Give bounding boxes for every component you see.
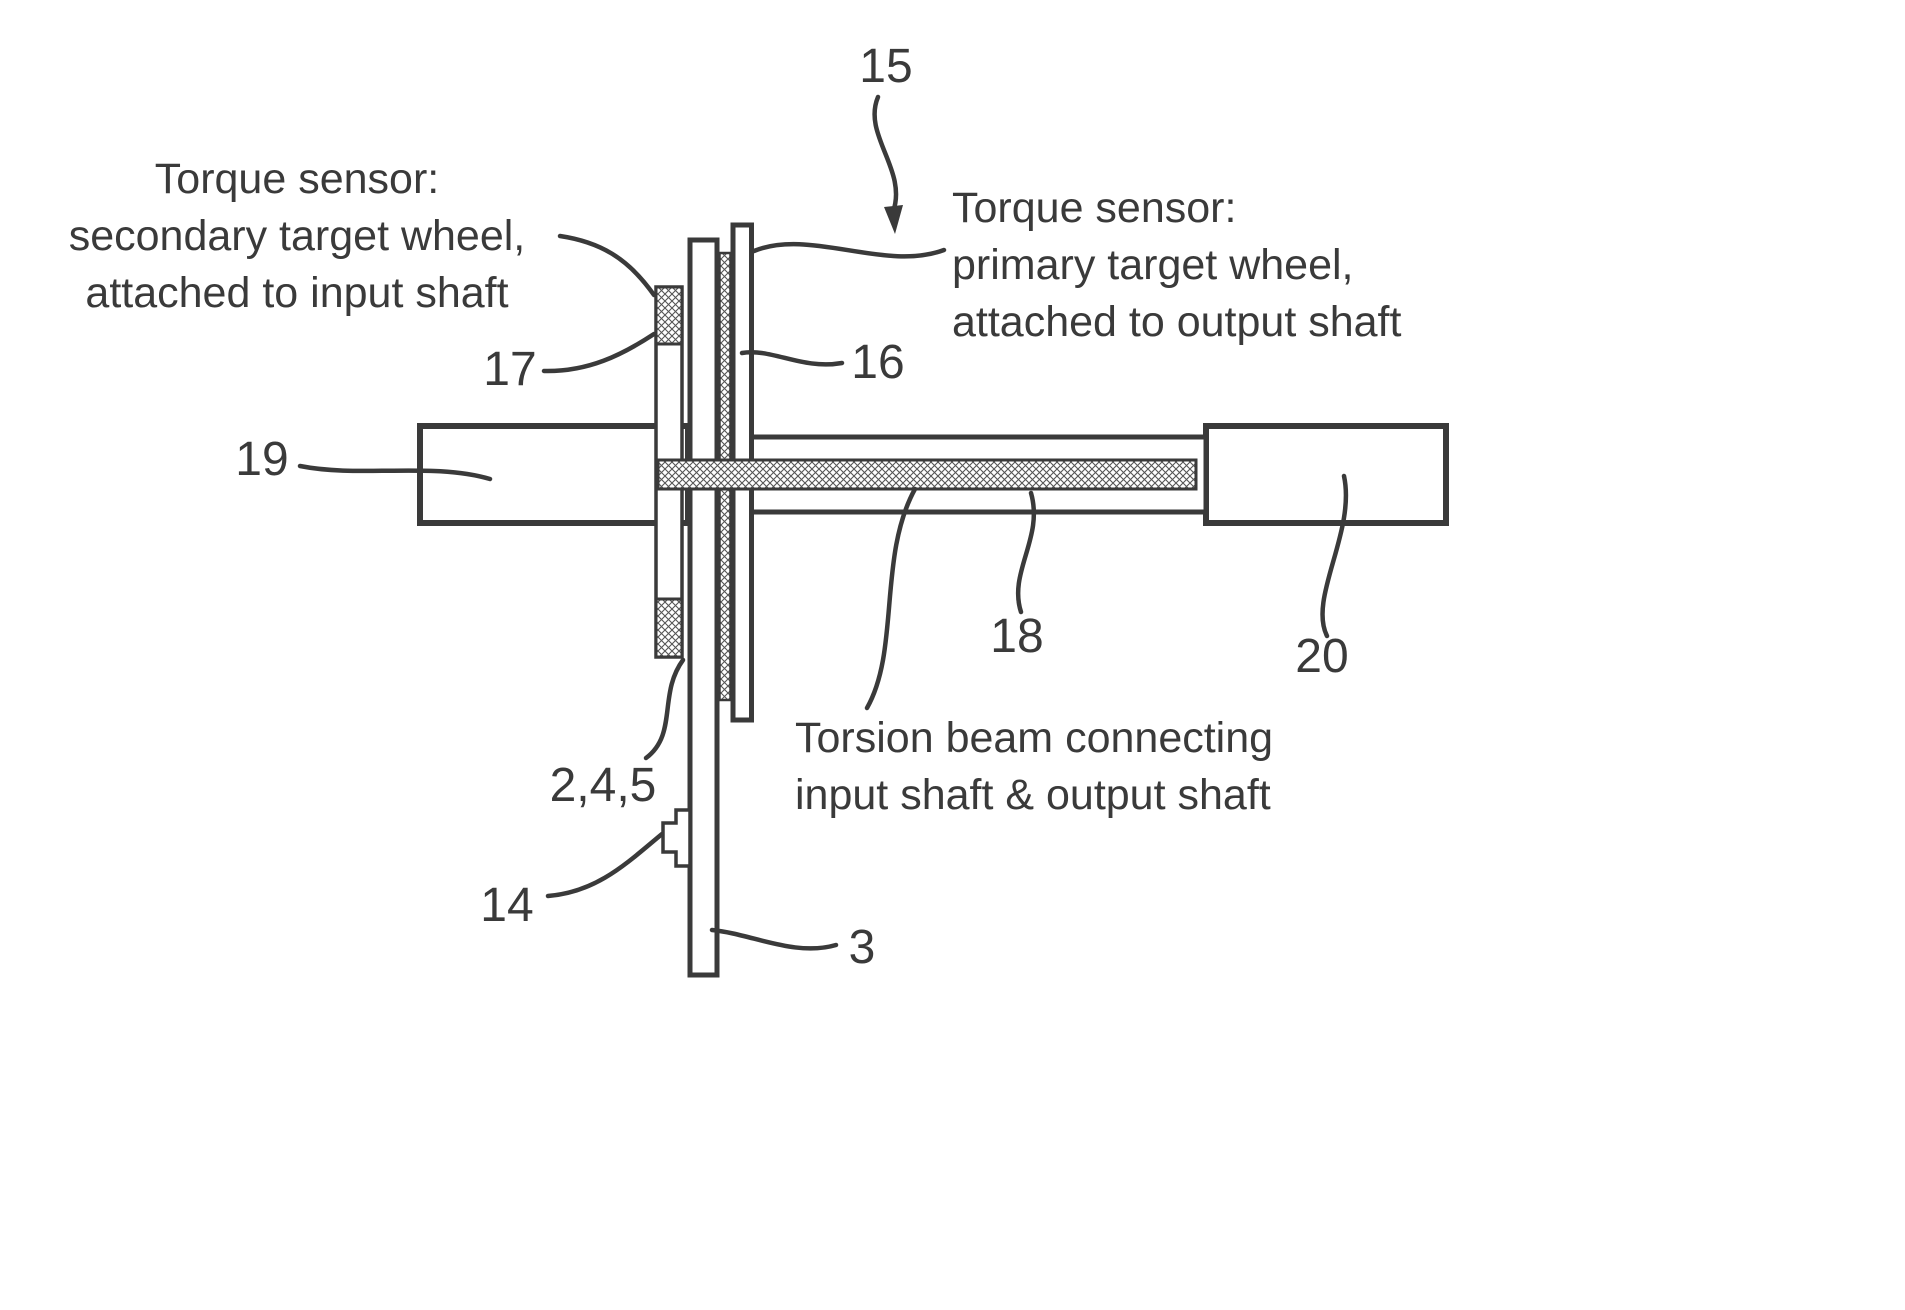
leader-3 — [709, 927, 839, 951]
leader-14 — [545, 831, 665, 899]
annotation-primary-wheel: Torque sensor: primary target wheel, att… — [952, 184, 1401, 346]
ref-245-label: 2,4,5 — [550, 759, 657, 812]
ref-15-label: 15 — [859, 40, 912, 93]
leader-primary-wheel-text — [751, 241, 947, 259]
ref-18-label: 18 — [990, 610, 1043, 663]
torsion-beam — [656, 458, 1198, 491]
annotation-primary-wheel-line-1: Torque sensor: — [952, 184, 1236, 232]
leader-17 — [541, 331, 657, 374]
leader-16 — [739, 350, 845, 367]
ref-14-label: 14 — [480, 879, 533, 932]
annotation-primary-wheel-line-2: primary target wheel, — [952, 241, 1354, 289]
leader-245 — [643, 657, 686, 761]
leader-18 — [1015, 490, 1037, 615]
ref-17-label: 17 — [483, 343, 536, 396]
leader-20 — [1320, 473, 1349, 639]
long-plate-3 — [687, 237, 720, 978]
annotation-secondary-wheel-line-2: secondary target wheel, — [69, 212, 526, 260]
annotation-torsion-beam: Torsion beam connecting input shaft & ou… — [795, 714, 1273, 819]
annotation-secondary-wheel-line-3: attached to input shaft — [85, 269, 508, 317]
annotation-torsion-beam-line-2: input shaft & output shaft — [795, 771, 1271, 819]
annotation-primary-wheel-line-3: attached to output shaft — [952, 298, 1401, 346]
component-14 — [661, 808, 692, 868]
output-shaft — [1203, 423, 1449, 526]
annotation-torsion-beam-line-1: Torsion beam connecting — [795, 714, 1273, 762]
ref-3-label: 3 — [849, 921, 876, 974]
annotation-secondary-wheel: Torque sensor: secondary target wheel, a… — [69, 155, 526, 317]
secondary-wheel-hatch-bottom — [654, 597, 684, 659]
leader-15 — [872, 94, 899, 215]
annotation-secondary-wheel-line-1: Torque sensor: — [155, 155, 439, 203]
leader-secondary-wheel-text — [557, 233, 657, 298]
leader-19 — [297, 463, 493, 482]
ref-16-label: 16 — [851, 336, 904, 389]
secondary-wheel-hatch-top — [654, 285, 684, 346]
leader-torsion-beam-text — [864, 486, 918, 711]
ref-19-label: 19 — [235, 433, 288, 486]
ref-20-label: 20 — [1295, 630, 1348, 683]
arrowhead-15-icon — [884, 205, 903, 234]
